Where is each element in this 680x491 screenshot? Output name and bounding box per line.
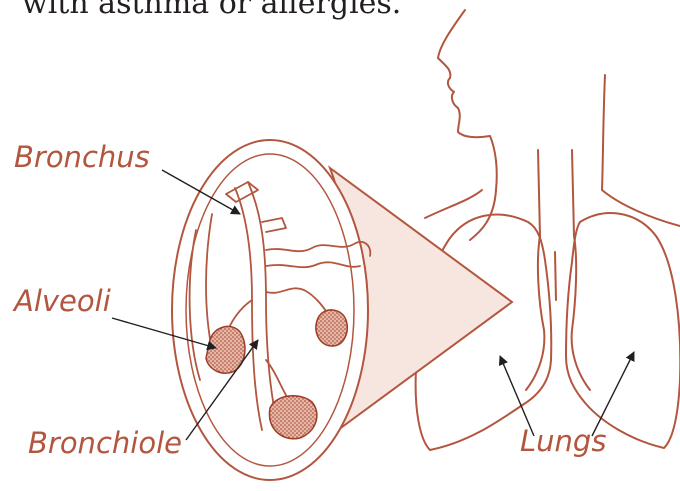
zoom-oval [172, 140, 368, 480]
alveoli-cluster-right [316, 310, 347, 346]
shoulder-left [425, 190, 482, 218]
trachea-right [572, 150, 574, 236]
bronchi-right [572, 236, 590, 390]
neck-back [602, 75, 680, 226]
caption-fragment: with asthma or allergies. [22, 0, 401, 21]
label-lungs: Lungs [520, 424, 606, 458]
trachea-left [538, 150, 540, 236]
right-lung [566, 213, 680, 448]
label-alveoli: Alveoli [14, 284, 111, 318]
face-profile [438, 10, 497, 240]
label-bronchus: Bronchus [14, 140, 150, 174]
alveoli-cluster-bottom [269, 396, 316, 439]
label-bronchiole: Bronchiole [28, 426, 182, 460]
carina [555, 252, 556, 300]
bronchi-left [526, 236, 544, 390]
